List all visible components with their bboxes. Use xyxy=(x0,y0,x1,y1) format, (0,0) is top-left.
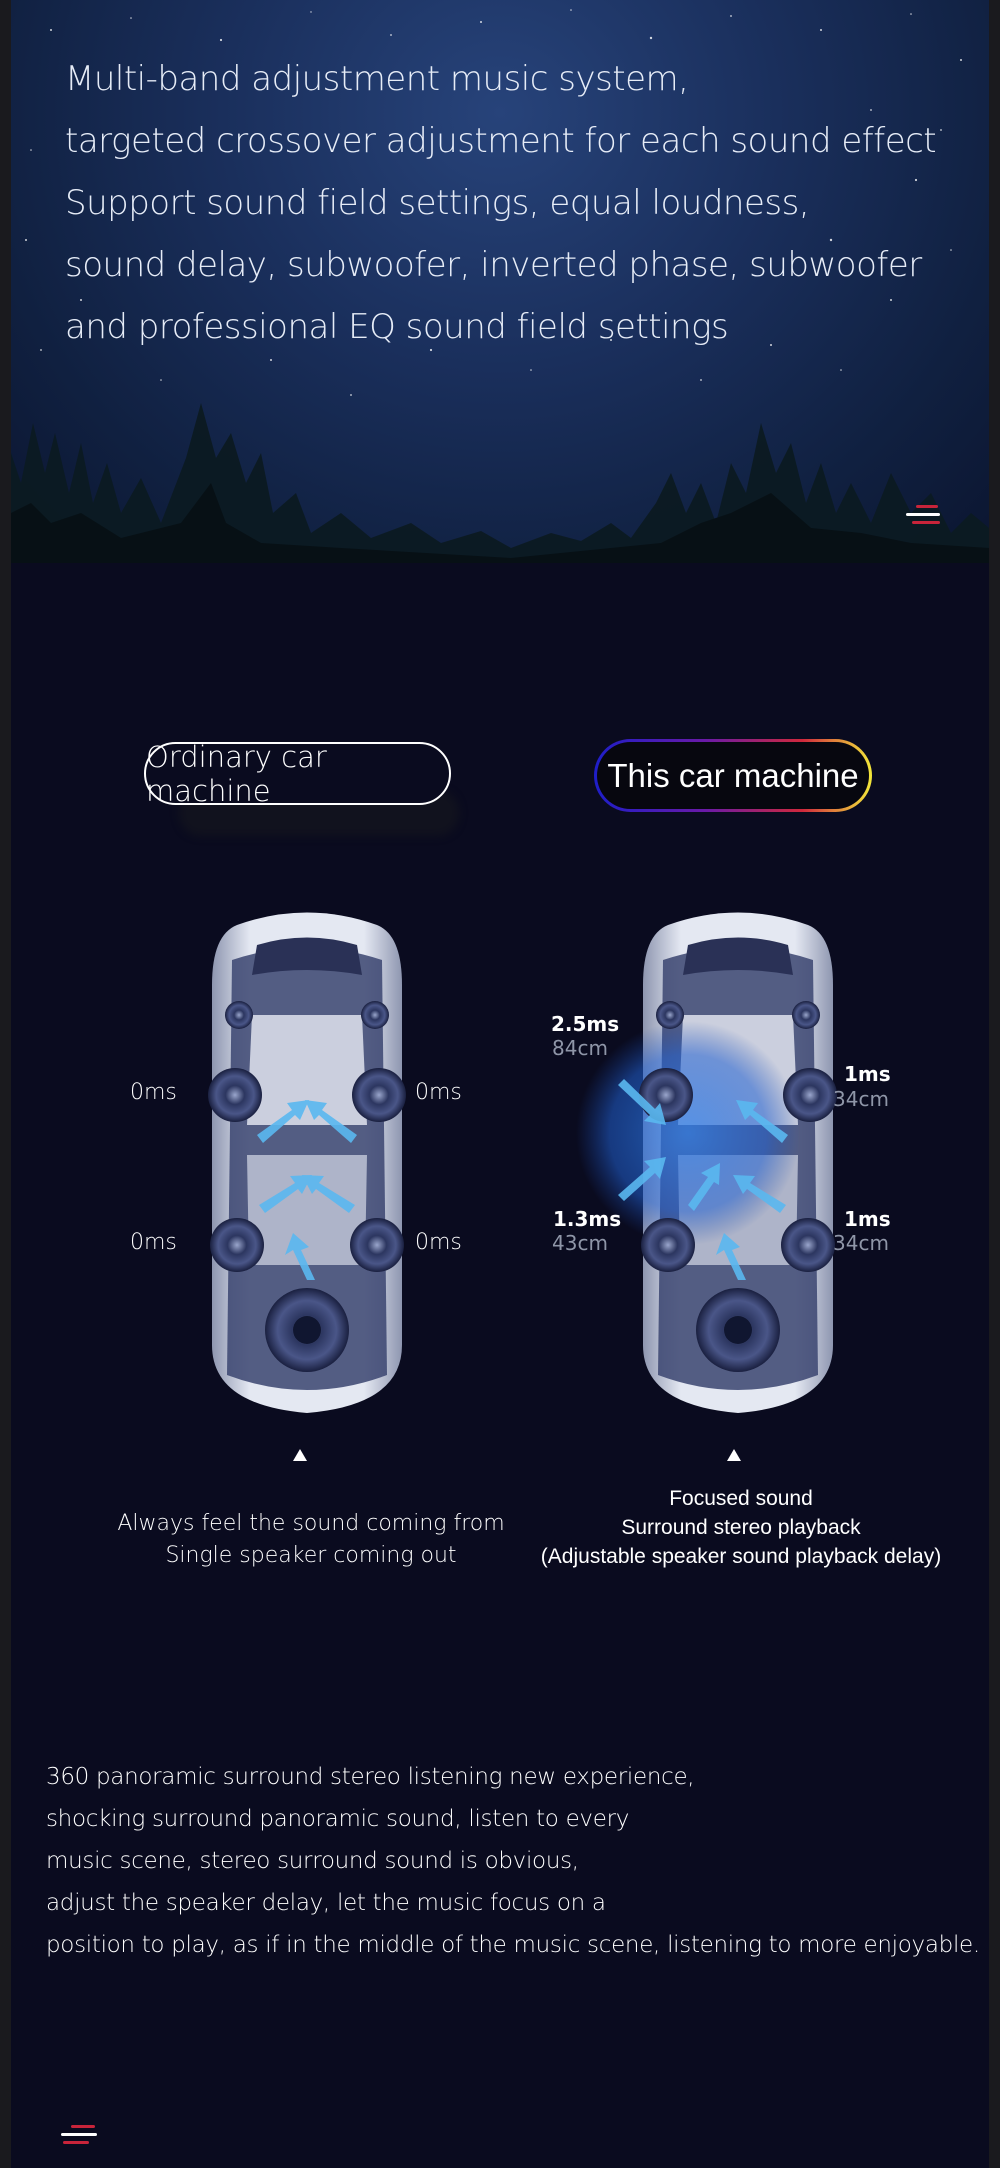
distance-front-right: 34cm xyxy=(833,1087,889,1111)
speaker xyxy=(208,1068,262,1122)
hero-line: sound delay, subwoofer, inverted phase, … xyxy=(65,245,922,285)
description-line: position to play, as if in the middle of… xyxy=(46,1932,980,1958)
ordinary-car-title: Ordinary car machine xyxy=(144,740,451,808)
speaker xyxy=(783,1068,837,1122)
delay-rear-left: 0ms xyxy=(130,1230,177,1255)
hero-line: targeted crossover adjustment for each s… xyxy=(65,121,937,161)
tree-silhouette xyxy=(11,403,989,563)
delay-rear-right: 0ms xyxy=(415,1230,462,1255)
tweeter xyxy=(792,1001,820,1029)
caption-line: Surround stereo playback xyxy=(621,1516,861,1539)
caption-line: Always feel the sound coming from xyxy=(117,1511,505,1536)
hero-banner: Multi-band adjustment music system, targ… xyxy=(11,0,989,563)
speaker xyxy=(210,1218,264,1272)
ordinary-car-caption: Always feel the sound coming from Single… xyxy=(71,1508,551,1572)
hero-text: Multi-band adjustment music system, targ… xyxy=(65,48,945,358)
menu-lines-icon[interactable] xyxy=(61,2125,99,2151)
this-car-caption: Focused sound Surround stereo playback (… xyxy=(501,1484,981,1571)
caption-line: Focused sound xyxy=(669,1487,813,1510)
this-car-title: This car machine xyxy=(597,742,869,809)
delay-front-right: 0ms xyxy=(415,1080,462,1105)
distance-front-left: 84cm xyxy=(552,1036,608,1060)
description-line: music scene, stereo surround sound is ob… xyxy=(46,1848,579,1874)
speaker xyxy=(641,1218,695,1272)
this-car-title-frame: This car machine xyxy=(594,739,872,812)
delay-ms-front-right: 1ms xyxy=(844,1062,891,1086)
tweeter xyxy=(225,1001,253,1029)
speaker xyxy=(639,1068,693,1122)
distance-rear-left: 43cm xyxy=(552,1231,608,1255)
description-text: 360 panoramic surround stereo listening … xyxy=(46,1756,986,1966)
ordinary-car-illustration xyxy=(208,912,406,1413)
delay-ms-rear-right: 1ms xyxy=(844,1207,891,1231)
caption-line: (Adjustable speaker sound playback delay… xyxy=(540,1545,942,1568)
delay-ms-rear-left: 1.3ms xyxy=(553,1207,622,1231)
speaker xyxy=(781,1218,835,1272)
description-line: adjust the speaker delay, let the music … xyxy=(46,1890,606,1916)
tweeter xyxy=(656,1001,684,1029)
page: Multi-band adjustment music system, targ… xyxy=(11,0,989,2168)
menu-lines-icon[interactable] xyxy=(906,505,944,531)
tweeter xyxy=(361,1001,389,1029)
this-car-illustration xyxy=(576,912,837,1413)
hero-line: Multi-band adjustment music system, xyxy=(65,59,689,99)
delay-ms-front-left: 2.5ms xyxy=(551,1012,620,1036)
triangle-marker xyxy=(293,1449,307,1461)
starfield xyxy=(25,9,962,396)
description-line: 360 panoramic surround stereo listening … xyxy=(46,1764,695,1790)
hero-line: Support sound field settings, equal loud… xyxy=(65,183,810,223)
speaker xyxy=(350,1218,404,1272)
caption-line: Single speaker coming out xyxy=(165,1543,457,1568)
speaker xyxy=(352,1068,406,1122)
description-line: shocking surround panoramic sound, liste… xyxy=(46,1806,630,1832)
distance-rear-right: 34cm xyxy=(833,1231,889,1255)
triangle-marker xyxy=(727,1449,741,1461)
hero-line: and professional EQ sound field settings xyxy=(65,307,729,347)
delay-front-left: 0ms xyxy=(130,1080,177,1105)
